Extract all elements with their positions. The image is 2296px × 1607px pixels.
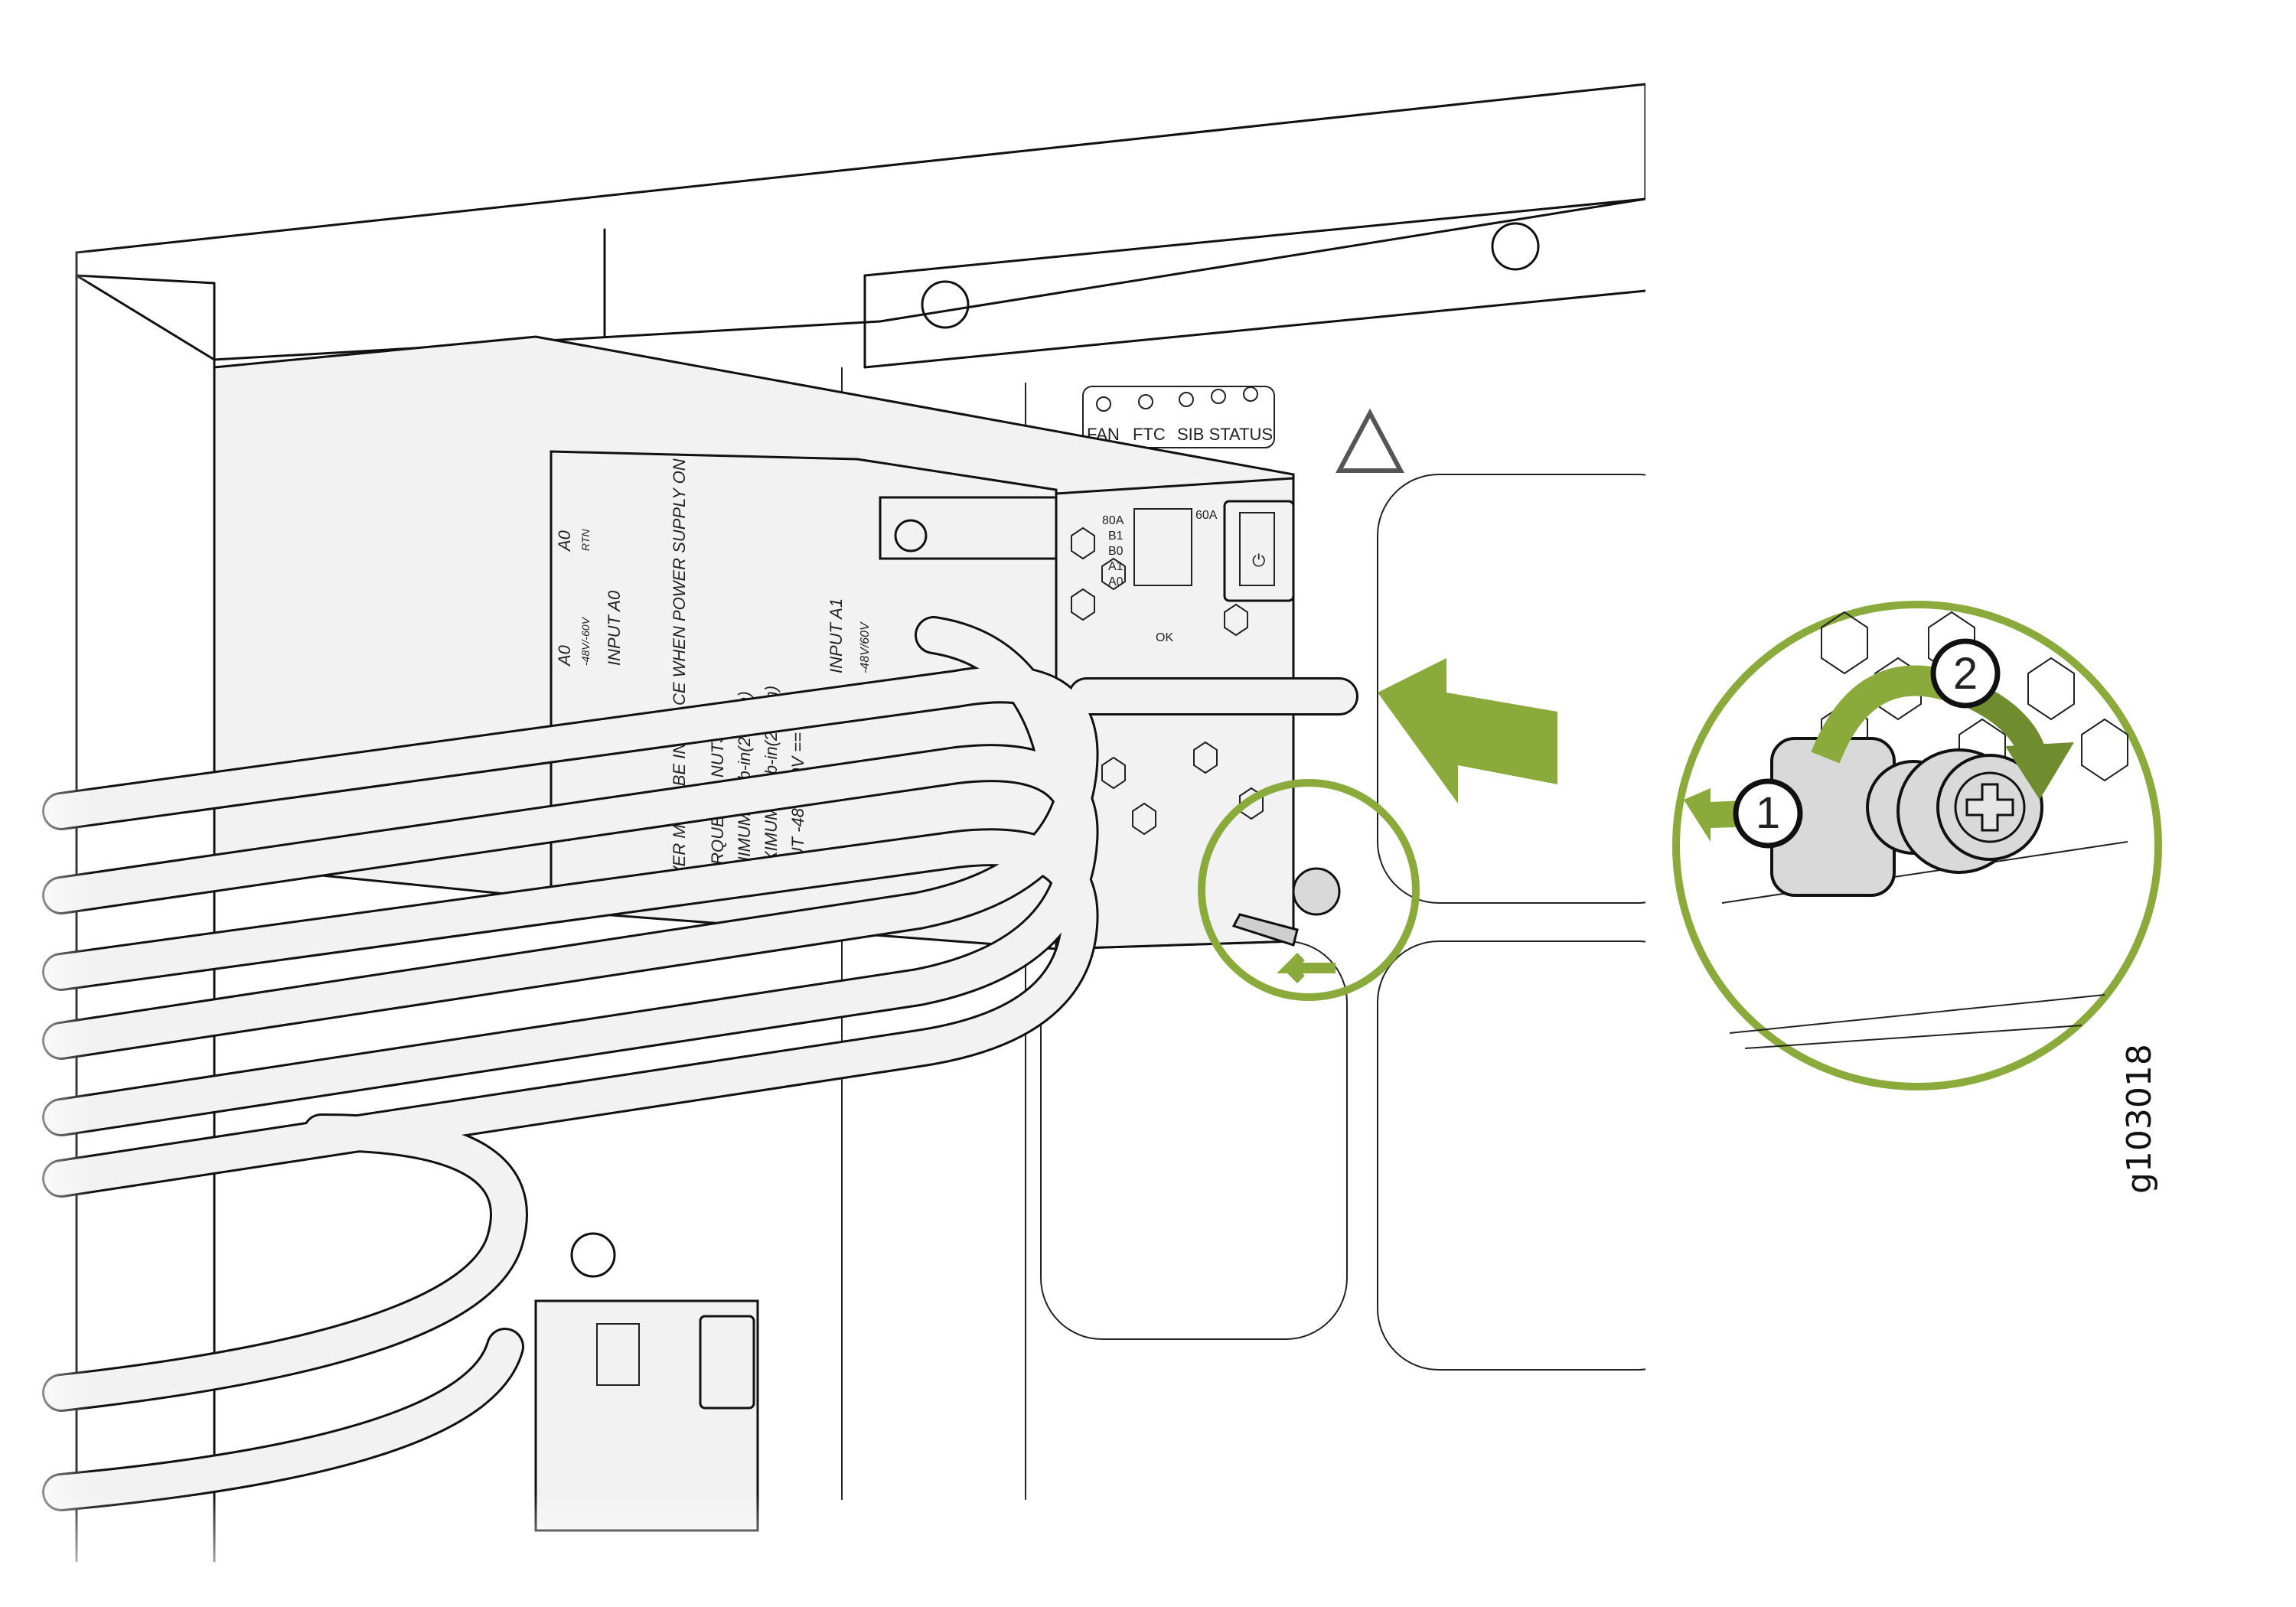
a0-label: A0 (555, 644, 574, 667)
ftc-led-label: FTC (1133, 425, 1166, 444)
power-icon: ⏻ (1252, 551, 1265, 570)
psu-cover-bracket (879, 496, 1058, 560)
input-a1-label: INPUT A1 (827, 598, 846, 673)
a0-label: A0 (555, 530, 574, 553)
step-1-label: 1 (1756, 788, 1780, 838)
cover-screw-icon (894, 519, 928, 553)
step-2-label: 2 (1953, 649, 1978, 699)
switch-label: A0 (1108, 575, 1124, 588)
step-2-badge (1930, 638, 2001, 709)
insert-direction-arrow (1378, 658, 1557, 804)
switch-alt-label: 60A (1195, 509, 1218, 522)
voltage-label: -48V/-60V (579, 616, 592, 666)
power-cables (42, 616, 1358, 1511)
rtn-label: RTN (579, 529, 592, 551)
warning-label: COVER MUST BE IN PLACE WHEN POWER SUPPLY… (670, 458, 689, 903)
figure-id: g103018 (2120, 1044, 2159, 1194)
input-a0-label: INPUT A0 (605, 590, 624, 666)
switch-label: A1 (1108, 560, 1124, 573)
captive-screw-callout-detail: 1 2 (1672, 601, 2162, 1090)
input-a1-voltage-label: -48V/60V (859, 621, 872, 673)
release-arrow-icon (1277, 953, 1336, 983)
switch-label: B0 (1108, 545, 1124, 558)
phillips-head-icon (1965, 783, 2014, 832)
dip-switch[interactable] (1133, 508, 1192, 586)
power-switch[interactable] (1223, 500, 1295, 602)
captive-screw-callout-small (1198, 779, 1420, 1001)
captive-screw-icon (1292, 867, 1341, 916)
step-1-badge (1733, 778, 1803, 849)
switch-label: 80A (1102, 514, 1124, 527)
hot-surface-warning-icon (1336, 408, 1404, 473)
switch-label: B1 (1108, 530, 1124, 543)
lower-power-supply (534, 1232, 759, 1532)
ok-led-label: OK (1156, 631, 1173, 644)
led-panel: FAN FTC SIB STATUS (1082, 386, 1275, 448)
sib-status-led-label: SIB STATUS (1177, 425, 1273, 444)
